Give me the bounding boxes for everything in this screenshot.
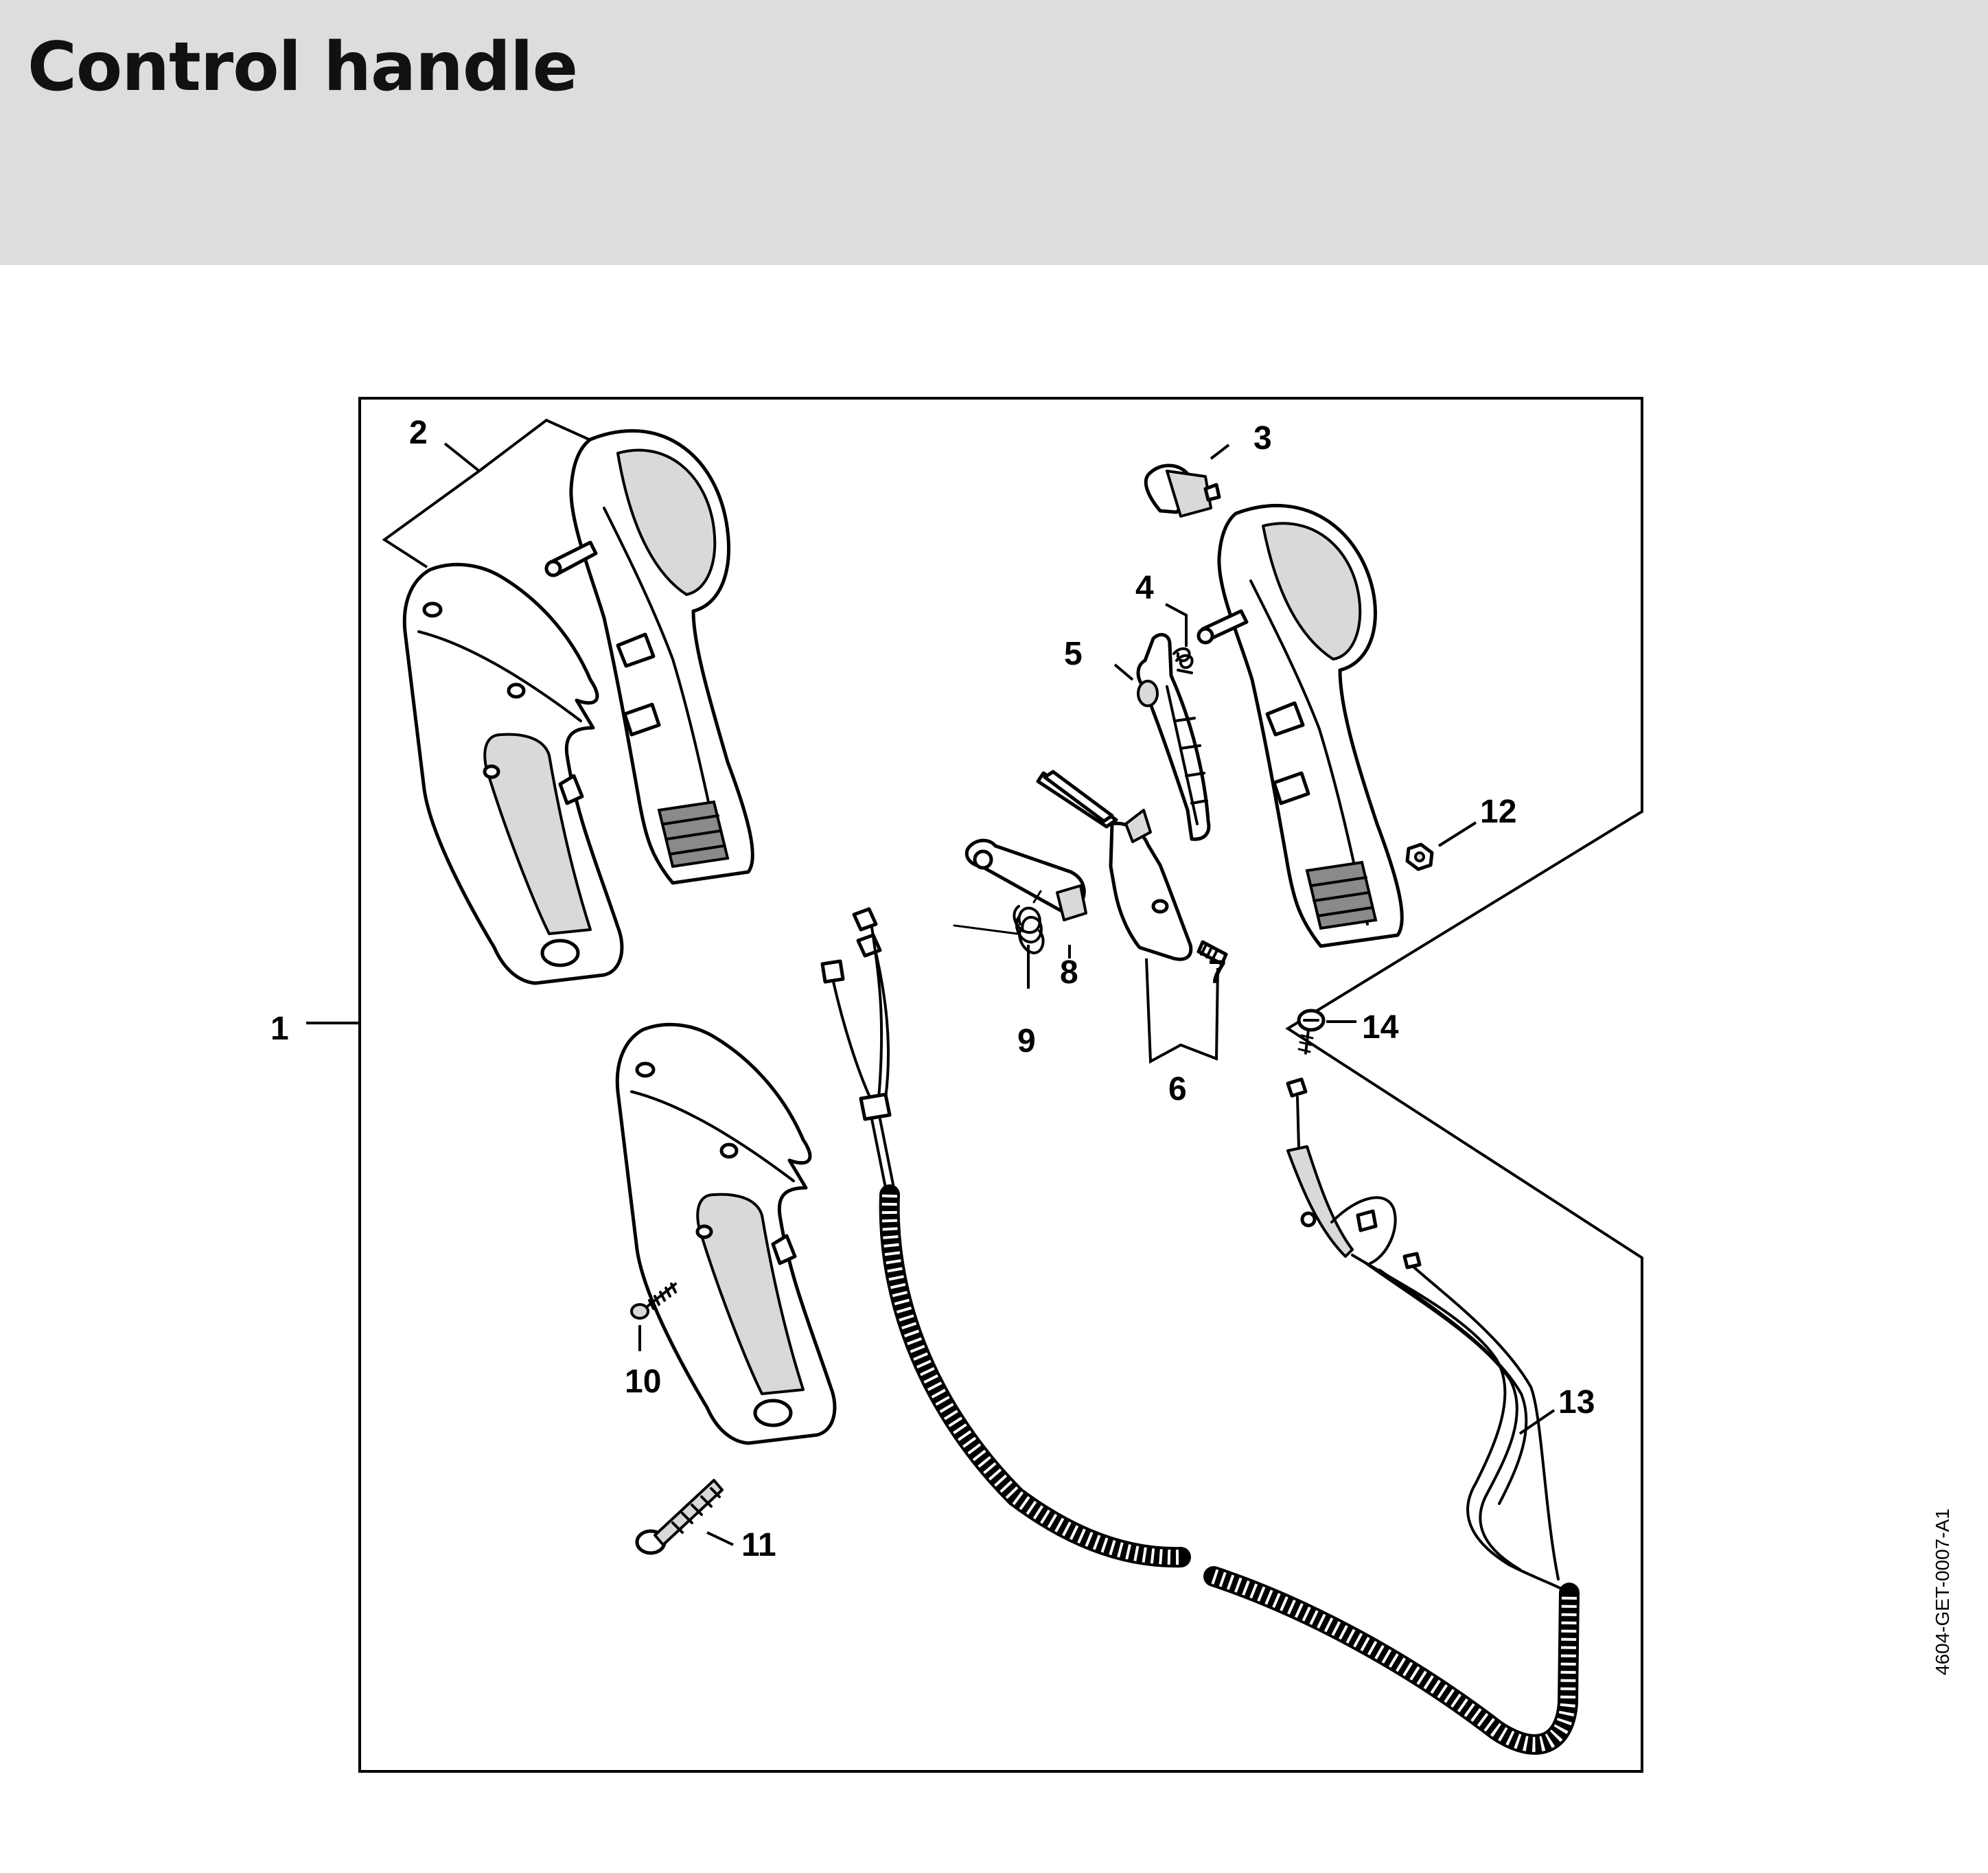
throttle-trigger-part	[1036, 770, 1193, 961]
drawing-code: 4604-GET-0007-A1	[1932, 1508, 1953, 1675]
page-title: Control handle	[27, 28, 578, 106]
handle-shell-lower	[615, 1022, 837, 1445]
long-screw-part	[635, 1479, 724, 1555]
handle-shell-left	[402, 562, 624, 985]
handle-shell-inner-left	[544, 428, 754, 885]
callout-2: 2	[409, 415, 428, 451]
callout-14: 14	[1362, 1009, 1399, 1046]
callout-7: 7	[1208, 954, 1227, 991]
callout-4: 4	[1135, 570, 1154, 606]
callout-6: 6	[1168, 1071, 1187, 1107]
leader-lines	[306, 418, 1556, 1546]
nut-part	[1405, 842, 1434, 871]
torsion-spring-part	[953, 890, 1045, 954]
header-bar: Control handle	[0, 0, 1988, 265]
callout-labels: 1 2 3 4 5 6 7 8 9 10 11 12 13 14	[270, 415, 1595, 1563]
handle-shell-right	[1197, 503, 1404, 948]
callout-13: 13	[1558, 1384, 1595, 1421]
callout-1: 1	[270, 1011, 289, 1047]
callout-10: 10	[625, 1364, 661, 1400]
switch-part	[1144, 463, 1221, 518]
callout-9: 9	[1017, 1023, 1036, 1059]
pin-part	[1197, 940, 1228, 966]
callout-8: 8	[1060, 954, 1078, 991]
callout-12: 12	[1480, 794, 1516, 830]
callout-5: 5	[1064, 636, 1083, 672]
callout-3: 3	[1253, 420, 1272, 457]
small-screw-part	[1297, 1009, 1326, 1055]
cable-harness-part	[820, 907, 1580, 1755]
screw-spring-part	[630, 1283, 677, 1320]
callout-11: 11	[741, 1527, 776, 1563]
assembly-frame	[358, 397, 1643, 1773]
small-spring-part	[1172, 647, 1194, 674]
linkage-part	[964, 838, 1087, 921]
lever-part	[1136, 632, 1211, 841]
